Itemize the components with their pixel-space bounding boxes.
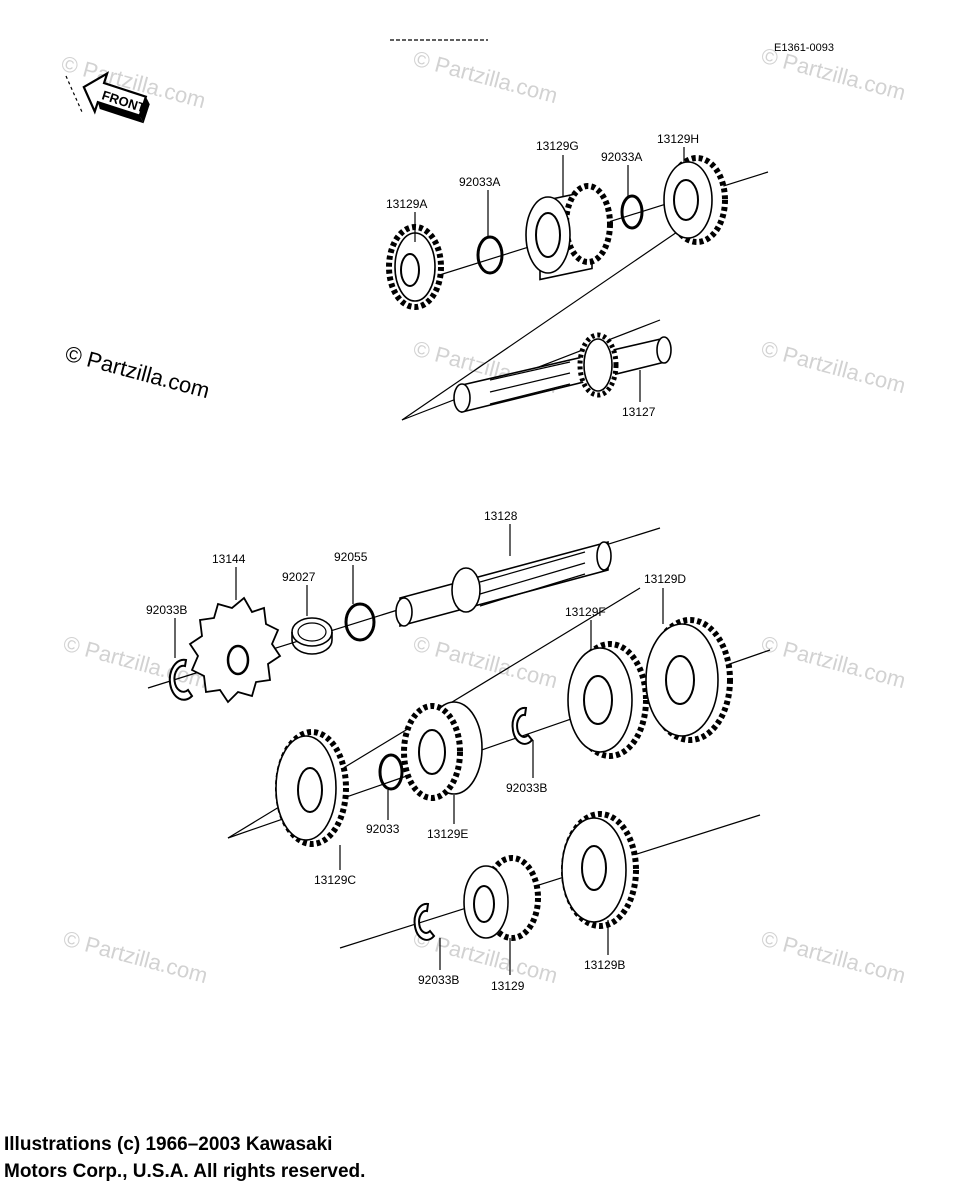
- circlip-92033b-3: [413, 902, 436, 941]
- part-label-13129a: 13129A: [386, 197, 427, 211]
- part-label-13129c: 13129C: [314, 873, 356, 887]
- watermark: © Partzilla.com: [759, 336, 909, 399]
- part-label-13129b: 13129B: [584, 958, 625, 972]
- part-label-92033b: 92033B: [146, 603, 187, 617]
- circlip-92033b-2: [511, 706, 534, 745]
- gear-13129c: [275, 729, 349, 847]
- watermark: © Partzilla.com: [61, 926, 211, 989]
- part-label-92033a: 92033A: [459, 175, 500, 189]
- watermark: © Partzilla.com: [63, 341, 213, 404]
- watermark: © Partzilla.com: [759, 926, 909, 989]
- gear-13129b: [561, 811, 639, 929]
- collar-92027: [291, 617, 333, 655]
- oring-92055: [344, 602, 376, 642]
- frame-line: [401, 229, 681, 421]
- gear-13129g: [525, 183, 613, 281]
- part-label-13144: 13144: [212, 552, 246, 566]
- watermark: © Partzilla.com: [411, 631, 561, 694]
- watermark: © Partzilla.com: [411, 46, 561, 109]
- shaft-13127: [453, 332, 672, 414]
- circlip-92033a-2: [620, 194, 644, 230]
- sprocket-13144: [188, 596, 282, 704]
- part-label-13129d: 13129D: [644, 572, 686, 586]
- part-label-13128: 13128: [484, 509, 518, 523]
- lower-assembly: 13128 13144 92027 92055 92033B 13129D 13…: [146, 509, 771, 993]
- upper-assembly: 13129A 92033A 13129G 92033A 13129H 13127: [386, 132, 769, 421]
- gear-13129f: [567, 641, 649, 759]
- part-label-92033: 92033: [366, 822, 400, 836]
- part-label-92055: 92055: [334, 550, 368, 564]
- copyright-line: Illustrations (c) 1966–2003 Kawasaki: [4, 1134, 333, 1155]
- part-label-13129f: 13129F: [565, 605, 606, 619]
- part-label-92033b: 92033B: [506, 781, 547, 795]
- part-label-13129g: 13129G: [536, 139, 579, 153]
- part-label-13129e: 13129E: [427, 827, 468, 841]
- copyright-notice: Illustrations (c) 1966–2003 Kawasaki Mot…: [4, 1131, 365, 1185]
- copyright-line: Motors Corp., U.S.A. All rights reserved…: [4, 1161, 366, 1182]
- gear-13129h: [663, 155, 728, 245]
- circlip-92033a-1: [476, 235, 504, 275]
- gear-13129a: [386, 224, 444, 310]
- watermark: © Partzilla.com: [61, 631, 211, 694]
- part-label-13127: 13127: [622, 405, 656, 419]
- part-label-92027: 92027: [282, 570, 316, 584]
- shaft-13128: [395, 540, 612, 628]
- circlip-92033: [378, 753, 404, 791]
- diagram-code: E1361-0093: [774, 42, 834, 54]
- circlip-92033b-1: [168, 658, 194, 701]
- gear-13129d: [645, 617, 733, 743]
- front-arrow-icon: FRONT: [82, 71, 150, 124]
- part-label-92033a: 92033A: [601, 150, 642, 164]
- part-label-92033b: 92033B: [418, 973, 459, 987]
- part-label-13129h: 13129H: [657, 132, 699, 146]
- gear-13129e: [401, 701, 483, 801]
- watermark: © Partzilla.com: [759, 631, 909, 694]
- part-label-13129: 13129: [491, 979, 525, 993]
- gear-13129: [463, 855, 541, 941]
